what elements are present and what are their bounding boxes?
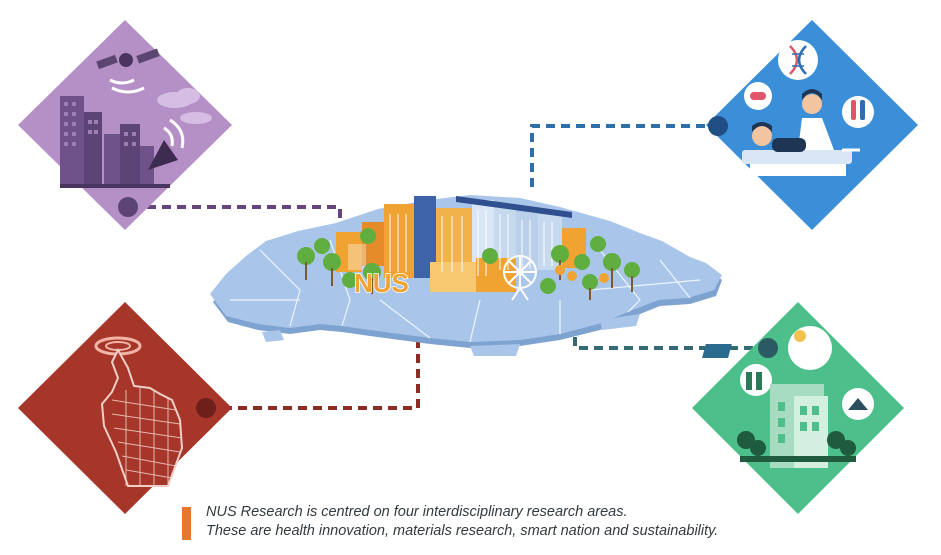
map-label-nus: NUS bbox=[354, 268, 409, 298]
singapore-map: NUS bbox=[210, 195, 722, 356]
connector-dot-materials bbox=[196, 398, 216, 418]
diamond-sustainability bbox=[692, 302, 904, 514]
satellite-city-icon bbox=[60, 48, 212, 188]
caption-accent-bar bbox=[182, 507, 191, 540]
connector-materials bbox=[208, 300, 420, 410]
connector-dot-sustainability bbox=[758, 338, 778, 358]
touch-hand-icon bbox=[94, 336, 184, 487]
connector-dot-smart-nation bbox=[118, 197, 138, 217]
healthcare-lab-icon bbox=[742, 40, 874, 176]
caption-text: NUS Research is centred on four interdis… bbox=[206, 503, 718, 541]
green-building-icon bbox=[702, 326, 874, 468]
caption-line-2: These are health innovation, materials r… bbox=[206, 523, 719, 539]
palm-trees bbox=[297, 228, 640, 300]
connector-health bbox=[530, 124, 720, 192]
ferris-wheel bbox=[503, 255, 537, 301]
map-districts bbox=[230, 239, 701, 343]
small-islands bbox=[262, 314, 640, 356]
diamond-health-innovation bbox=[706, 20, 918, 230]
diamond-smart-nation bbox=[18, 20, 232, 230]
caption-line-1: NUS Research is centred on four interdis… bbox=[206, 504, 628, 520]
connector-dot-health bbox=[708, 116, 728, 136]
diamond-materials-research bbox=[18, 302, 232, 514]
